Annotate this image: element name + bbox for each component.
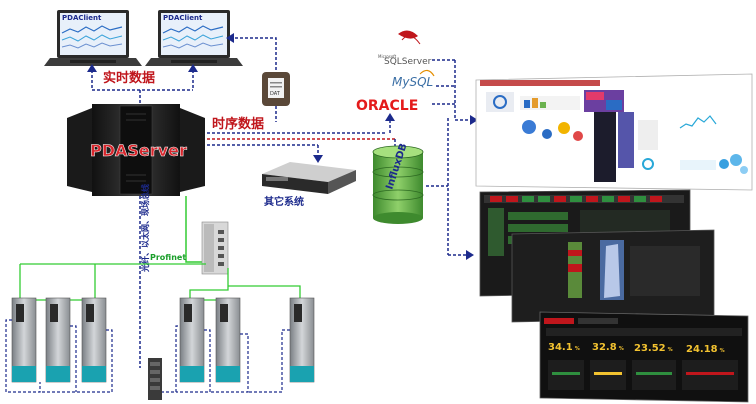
network-switch-icon bbox=[201, 221, 229, 275]
dat-file-icon: DAT bbox=[262, 72, 290, 106]
field-bus-label: 光纤、以太网、现场总线 bbox=[140, 184, 150, 273]
timeseries-data-label: 时序数据 bbox=[212, 116, 264, 132]
drive-module bbox=[11, 297, 37, 383]
oracle-logo: ORACLE bbox=[356, 98, 418, 114]
influxdb-database-icon bbox=[372, 145, 424, 224]
timeseries-links bbox=[207, 120, 396, 156]
drive-module bbox=[179, 297, 205, 383]
gauge-value: 24.18% bbox=[686, 344, 725, 355]
report-dashboard-screenshot bbox=[475, 73, 753, 191]
arrow-up-icon bbox=[385, 113, 395, 121]
db-to-dashboard-links bbox=[426, 59, 472, 256]
server-label: PDAServer bbox=[90, 141, 187, 160]
gauge-dashboard-screenshot bbox=[511, 229, 715, 323]
rack-server-icon bbox=[262, 162, 356, 194]
arrow-down-icon bbox=[313, 155, 323, 163]
laptop-client-1: PDAClient bbox=[44, 10, 142, 66]
client-label: PDAClient bbox=[62, 14, 102, 22]
fieldbus-lines bbox=[5, 319, 290, 393]
realtime-data-label: 实时数据 bbox=[103, 70, 155, 86]
mysql-label: MySQL bbox=[392, 75, 433, 89]
server-to-field-link bbox=[139, 196, 206, 368]
sql-server-logo: Microsoft SQLServer bbox=[378, 30, 432, 67]
drive-module bbox=[45, 297, 71, 383]
arrow-up-icon bbox=[87, 64, 198, 72]
arrow-right-icon bbox=[466, 250, 474, 260]
dat-label: DAT bbox=[270, 91, 281, 97]
sql-server-label: SQLServer bbox=[384, 57, 432, 67]
fiber-converter-icon bbox=[148, 358, 162, 400]
laptop-client-2: PDAClient bbox=[145, 10, 243, 66]
gauge-value: 34.1% bbox=[548, 342, 580, 353]
arrow-left-icon bbox=[226, 33, 234, 43]
arrow-right-icon bbox=[470, 115, 478, 125]
gauge-value: 23.52% bbox=[634, 343, 673, 354]
drive-module bbox=[289, 297, 315, 383]
profinet-network bbox=[19, 263, 301, 301]
dat-to-client-link bbox=[232, 37, 277, 122]
drive-module bbox=[215, 297, 241, 383]
profinet-label: Profinet bbox=[150, 253, 186, 262]
other-system-label: 其它系统 bbox=[264, 195, 304, 208]
pda-server-icon bbox=[67, 104, 205, 196]
mysql-logo: MySQL bbox=[392, 69, 435, 89]
client-label: PDAClient bbox=[163, 14, 203, 22]
gauge-value: 32.8% bbox=[592, 342, 624, 353]
sql-server-prefix: Microsoft bbox=[378, 54, 397, 59]
drive-module bbox=[81, 297, 107, 383]
kpi-dashboard-screenshot: 34.1% 32.8% 23.52% 24.18% bbox=[539, 311, 749, 403]
